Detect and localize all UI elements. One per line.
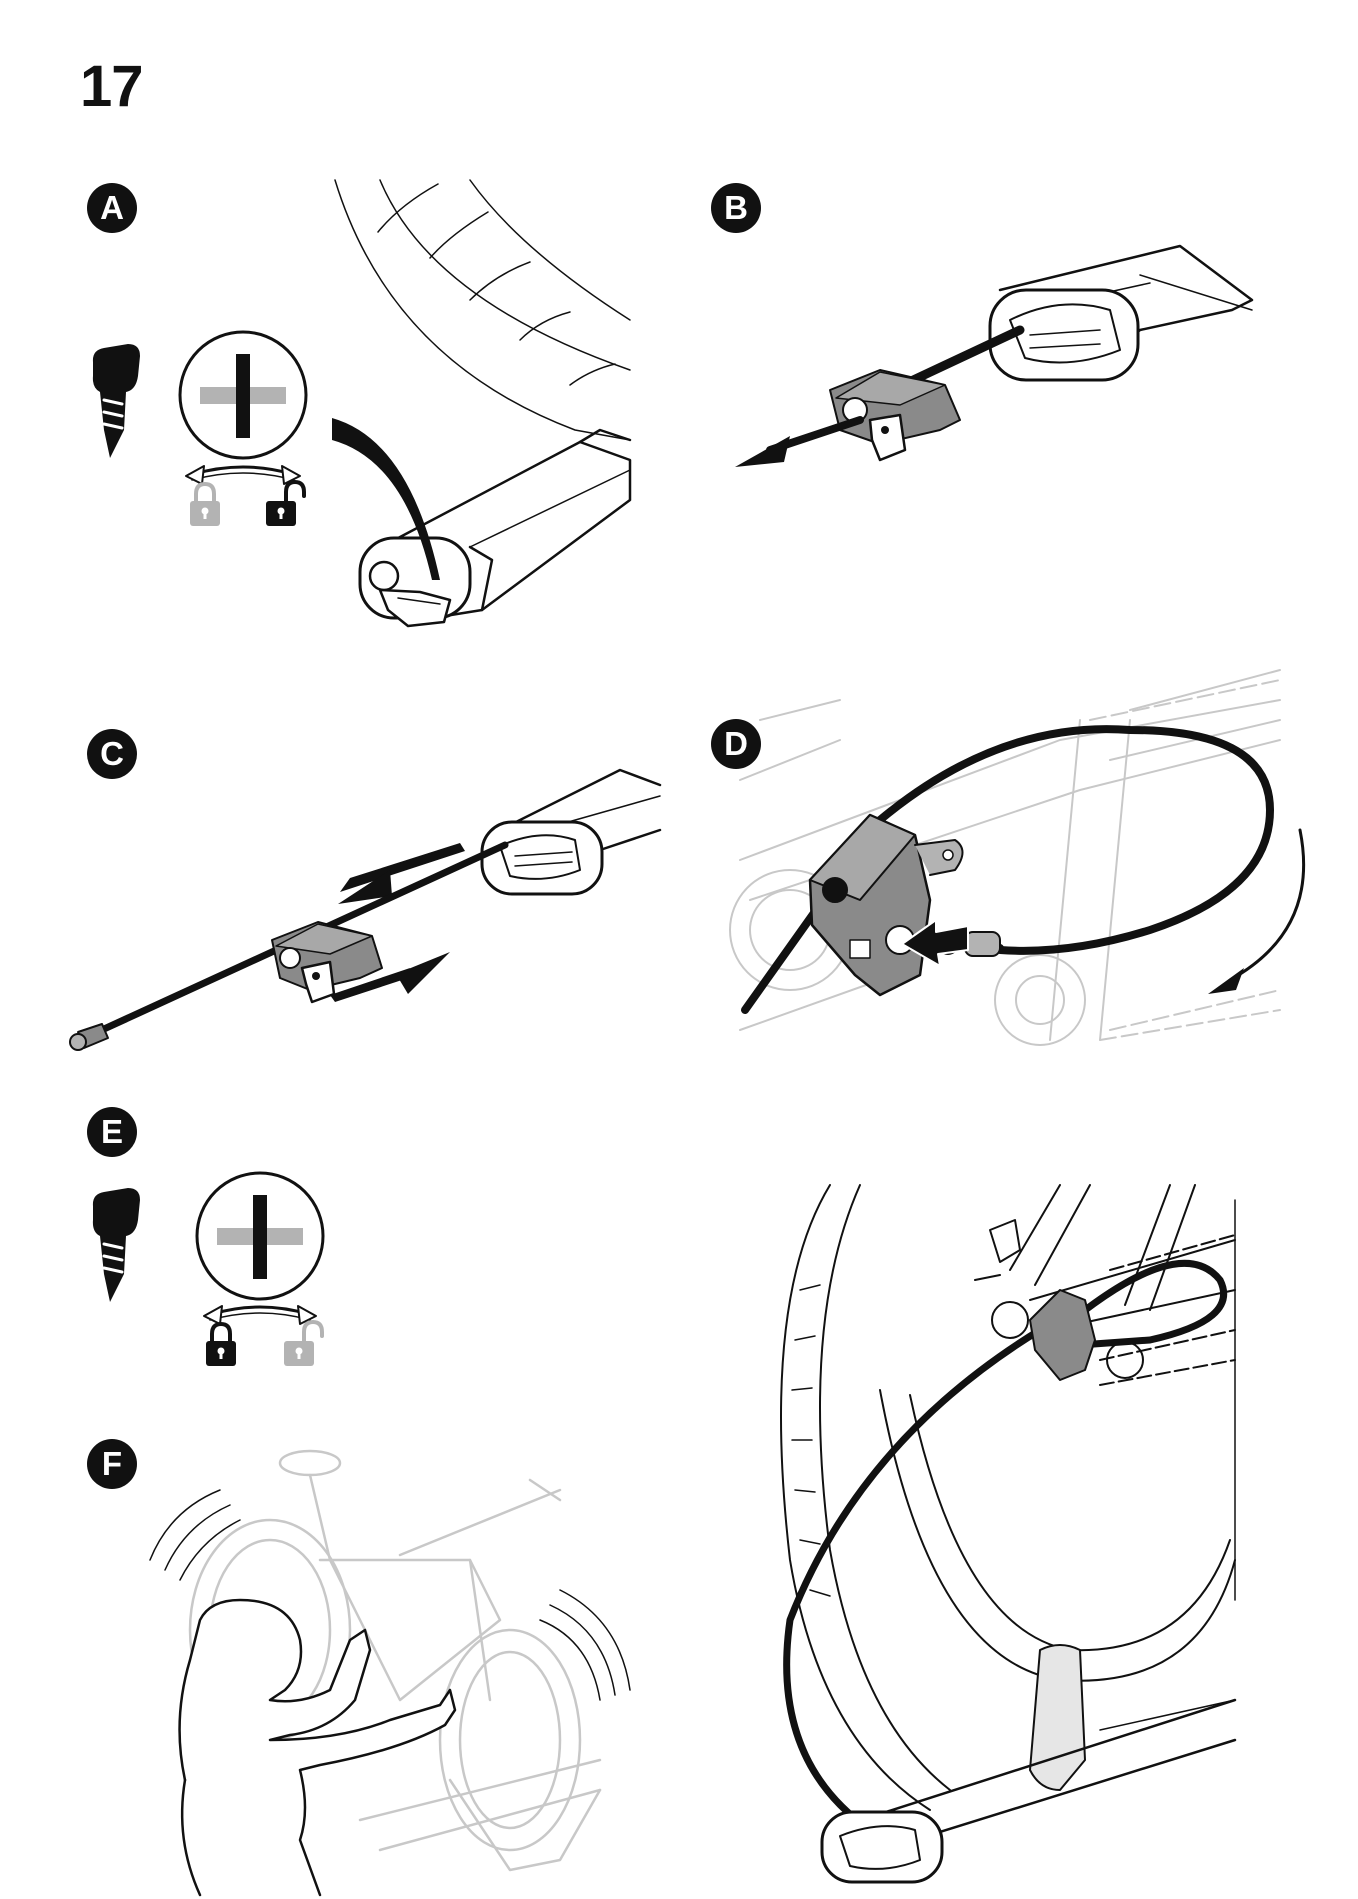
unlocked-icon	[284, 1320, 324, 1366]
step-c-illustration	[69, 768, 662, 1051]
step-badge-d: D	[711, 719, 761, 769]
locked-wheel-illustration	[780, 1184, 1237, 1884]
step-badge-c: C	[87, 729, 137, 779]
key-dial-icon	[195, 1171, 325, 1301]
insert-arrow-icon	[901, 919, 969, 967]
unlocked-icon	[266, 480, 306, 526]
crossbar-illustration	[358, 428, 632, 628]
pull-arrow-icon	[735, 436, 790, 467]
cable-lock-body	[808, 813, 964, 997]
step-b-illustration	[735, 244, 1254, 467]
rotate-arrow-icon	[203, 1305, 317, 1325]
step-a-illustration	[92, 179, 632, 628]
tire-illustration	[334, 179, 631, 441]
person-illustration	[178, 1598, 457, 1897]
key-icon	[92, 344, 140, 458]
step-e-illustration	[92, 1171, 325, 1366]
key-icon	[92, 1188, 140, 1302]
key-dial-icon	[178, 330, 308, 460]
step-badge-e: E	[87, 1107, 137, 1157]
step-badge-f: F	[87, 1439, 137, 1489]
rotate-arrow-icon	[185, 465, 301, 485]
right-arrow-icon	[396, 952, 450, 994]
step-d-illustration	[729, 669, 1306, 1046]
locked-icon	[190, 482, 220, 526]
page-number: 17	[80, 54, 144, 119]
step-badge-a: A	[87, 183, 137, 233]
cable-lock-body	[271, 921, 383, 1004]
cable-lock-body	[829, 369, 961, 462]
locked-icon	[206, 1322, 236, 1366]
rotate-arrow-icon	[1208, 968, 1244, 994]
step-badge-b: B	[711, 183, 761, 233]
left-arrow-icon	[338, 870, 392, 904]
insert-arrow-icon	[332, 418, 440, 580]
step-f-illustration	[149, 1449, 631, 1897]
